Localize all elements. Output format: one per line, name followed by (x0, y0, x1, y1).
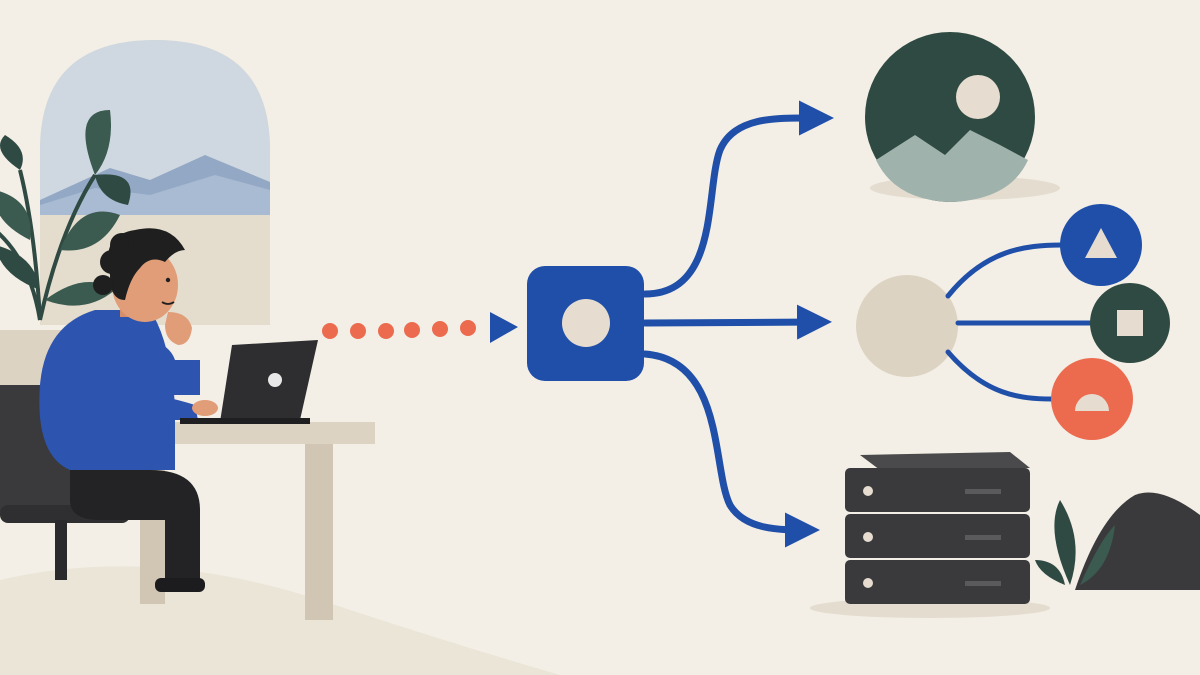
rock (1075, 492, 1200, 590)
laptop-icon (180, 340, 318, 424)
connector-dot (460, 320, 476, 336)
connector-dot (432, 321, 448, 337)
connector-dot (322, 323, 338, 339)
image-output (865, 32, 1060, 202)
branch-to-triangle (945, 242, 1065, 299)
connector-dot (350, 323, 366, 339)
triangle-output (1060, 204, 1142, 286)
semicircle-output (1051, 358, 1133, 440)
router-hub (527, 266, 644, 381)
square-icon (1117, 310, 1143, 336)
semicircle-icon (1075, 394, 1109, 411)
server-rack-icon (845, 452, 1030, 604)
square-output (1090, 283, 1170, 363)
connector-arrowhead (490, 312, 518, 343)
server-storage (810, 452, 1050, 618)
circle-icon (562, 299, 610, 347)
arrow-to-image (641, 100, 834, 298)
connector-dot (378, 323, 394, 339)
triangle-icon (1085, 228, 1117, 258)
shape-splitter (856, 275, 958, 377)
plant-icon (0, 110, 131, 321)
connector-dot (404, 322, 420, 338)
sun-icon (956, 75, 1000, 119)
dotted-connector (322, 312, 518, 343)
person (39, 228, 218, 592)
arrow-to-splitter (641, 304, 832, 340)
small-plant-icon (1035, 500, 1115, 585)
arrow-to-server (641, 350, 820, 548)
branch-to-semicircle (945, 349, 1055, 402)
